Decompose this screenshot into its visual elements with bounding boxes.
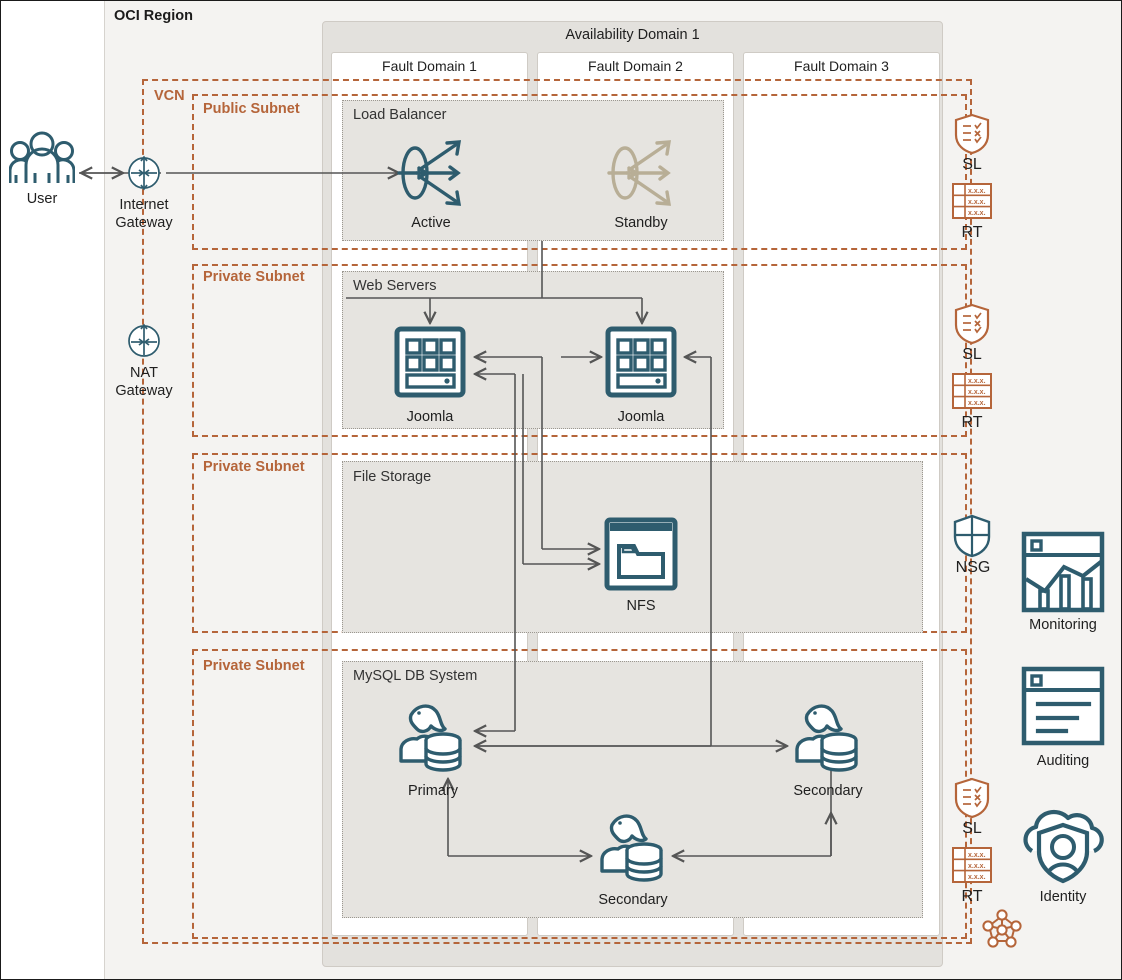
file-storage-title: File Storage [353, 469, 432, 485]
private-subnet-web-boundary [192, 264, 967, 437]
nat-gateway-label-line1: NAT [130, 365, 158, 381]
joomla-server-2-icon [605, 326, 677, 398]
network-security-group-label: NSG [955, 559, 991, 576]
joomla-server-1-icon [394, 326, 466, 398]
security-list-label: SL [962, 346, 982, 363]
svg-text:x.x.x.: x.x.x. [968, 210, 986, 217]
route-table-label: RT [961, 224, 983, 241]
security-list-label: SL [962, 156, 982, 173]
identity-icon [1019, 807, 1107, 885]
load-balancer-title: Load Balancer [353, 107, 447, 123]
mysql-secondary-bottom-icon [596, 809, 676, 885]
nfs-label: NFS [626, 598, 656, 614]
auditing-icon [1021, 666, 1105, 746]
security-list-icon [953, 303, 991, 345]
joomla-server-1-label: Joomla [406, 409, 454, 425]
fault-domain-1-title: Fault Domain 1 [382, 58, 477, 74]
mysql-secondary-right-icon [791, 699, 871, 775]
nat-gateway-icon [124, 321, 164, 361]
internet-gateway-icon [124, 153, 164, 193]
web-servers-title: Web Servers [353, 278, 437, 294]
route-table-label: RT [961, 414, 983, 431]
svg-text:x.x.x.: x.x.x. [968, 378, 986, 385]
public-subnet-label: Public Subnet [203, 101, 300, 117]
route-table-icon: x.x.x. x.x.x. x.x.x. [951, 846, 993, 886]
public-subnet-boundary [192, 94, 967, 250]
mysql-secondary-right-label: Secondary [793, 783, 863, 799]
load-balancer-standby-label: Standby [614, 215, 668, 231]
mysql-primary-label: Primary [408, 783, 458, 799]
nat-gateway-label-line2: Gateway [115, 383, 173, 399]
availability-domain-title: Availability Domain 1 [565, 27, 700, 43]
svg-text:x.x.x.: x.x.x. [968, 863, 986, 870]
mysql-primary-icon [395, 699, 475, 775]
monitoring-icon [1021, 531, 1105, 613]
svg-text:x.x.x.: x.x.x. [968, 874, 986, 881]
route-table-icon: x.x.x. x.x.x. x.x.x. [951, 372, 993, 412]
svg-text:x.x.x.: x.x.x. [968, 199, 986, 206]
internet-gateway-label-line1: Internet [119, 197, 169, 213]
mysql-db-system-title: MySQL DB System [353, 668, 478, 684]
private-subnet-web-label: Private Subnet [203, 269, 305, 285]
mysql-secondary-bottom-label: Secondary [598, 892, 668, 908]
route-table-icon: x.x.x. x.x.x. x.x.x. [951, 182, 993, 222]
user-icon [8, 129, 76, 185]
auditing-label: Auditing [1036, 753, 1090, 769]
svg-text:x.x.x.: x.x.x. [968, 852, 986, 859]
route-table-label: RT [961, 888, 983, 905]
vcn-label: VCN [154, 88, 185, 104]
svg-text:x.x.x.: x.x.x. [968, 400, 986, 407]
network-security-group-icon [952, 514, 992, 558]
user-label: User [26, 191, 58, 207]
private-subnet-db-label: Private Subnet [203, 658, 305, 674]
nfs-icon [604, 517, 678, 591]
joomla-server-2-label: Joomla [617, 409, 665, 425]
oci-region-title: OCI Region [114, 8, 193, 24]
load-balancer-group [342, 100, 724, 241]
internet-gateway-label-line2: Gateway [115, 215, 173, 231]
load-balancer-active-icon [393, 134, 471, 212]
security-list-icon [953, 113, 991, 155]
load-balancer-standby-icon [603, 134, 681, 212]
fault-domain-3-title: Fault Domain 3 [794, 58, 889, 74]
security-list-icon [953, 777, 991, 819]
fault-domain-2-title: Fault Domain 2 [588, 58, 683, 74]
private-subnet-filestorage-label: Private Subnet [203, 459, 305, 475]
svg-text:x.x.x.: x.x.x. [968, 389, 986, 396]
monitoring-label: Monitoring [1029, 617, 1097, 633]
security-list-label: SL [962, 820, 982, 837]
vcn-boundary [142, 79, 972, 944]
svg-text:x.x.x.: x.x.x. [968, 188, 986, 195]
identity-label: Identity [1039, 889, 1087, 905]
network-mesh-icon [979, 907, 1025, 953]
load-balancer-active-label: Active [411, 215, 451, 231]
